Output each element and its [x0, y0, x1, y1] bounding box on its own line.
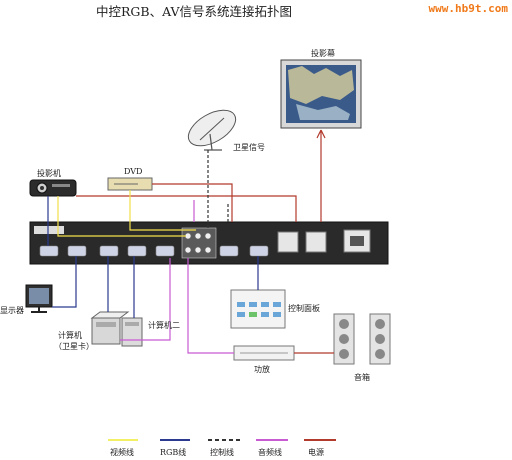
label-computer-1: 计算机: [58, 331, 82, 340]
legend: 视频线 RGB线 控制线 音频线 电源: [108, 437, 338, 457]
control-host: [29, 221, 389, 265]
label-monitor: 显示器: [0, 306, 24, 315]
label-control-panel: 控制面板: [288, 304, 320, 313]
diagram-title: 中控RGB、AV信号系统连接拓扑图: [96, 4, 293, 19]
legend-label-power: 电源: [308, 448, 324, 457]
label-computer-1-sub: （卫星卡）: [54, 342, 94, 351]
computer-1: [90, 311, 130, 345]
projection-screen: [280, 59, 362, 129]
watermark: www.hb9t.com: [428, 2, 508, 15]
label-speakers: 音箱: [354, 373, 370, 382]
label-computer-2: 计算机二: [148, 321, 180, 330]
legend-label-audio: 音频线: [258, 448, 282, 457]
label-projector: 投影机: [37, 169, 61, 178]
projector: [29, 179, 77, 197]
amplifier: [233, 345, 295, 361]
label-projection-screen: 投影幕: [311, 49, 335, 58]
label-satellite-signal: 卫星信号: [233, 143, 265, 152]
legend-label-control: 控制线: [210, 448, 234, 457]
label-dvd: DVD: [124, 167, 143, 176]
satellite-dish: [187, 109, 237, 151]
label-amplifier: 功放: [254, 365, 270, 374]
monitor: [25, 284, 53, 313]
control-panel: [230, 289, 286, 329]
computer-2: [121, 317, 143, 347]
legend-label-rgb: RGB线: [160, 448, 187, 457]
legend-label-video: 视频线: [110, 448, 134, 457]
connection-lines: [47, 129, 334, 354]
dvd-player: [107, 177, 153, 191]
legend-swatches: [108, 439, 336, 441]
speakers: [333, 313, 391, 365]
